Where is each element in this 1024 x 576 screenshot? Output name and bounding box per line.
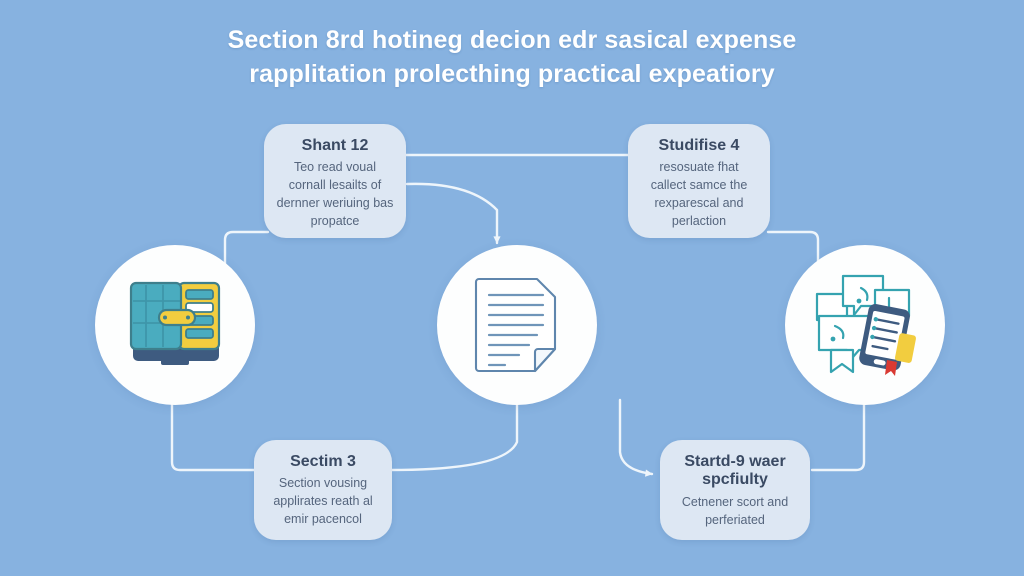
card-top-right-body: resosuate fhat callect samce the rexpare… bbox=[650, 160, 748, 228]
card-top-right[interactable]: Studifise 4 resosuate fhat callect samce… bbox=[628, 124, 770, 238]
monitor-dashboard-icon bbox=[121, 275, 229, 375]
card-bottom-left-body: Section vousing applirates reath al emir… bbox=[273, 476, 373, 526]
document-page-icon bbox=[471, 273, 563, 377]
node-left[interactable] bbox=[95, 245, 255, 405]
wire-bottomleft-to-center bbox=[388, 402, 519, 472]
card-bottom-right[interactable]: Startd-9 waer spcfiulty Cetnener scort a… bbox=[660, 440, 810, 540]
node-center[interactable] bbox=[437, 245, 597, 405]
card-bottom-left-heading: Sectim 3 bbox=[290, 453, 356, 470]
wire-left-to-topleft bbox=[223, 230, 270, 270]
wire-topright-to-right bbox=[766, 230, 820, 272]
wire-bottomright-to-right bbox=[810, 402, 866, 472]
wire-left-to-bottomleft bbox=[170, 402, 260, 472]
title-line-1: Section 8rd hotineg decion edr sasical e… bbox=[227, 26, 797, 54]
card-top-left[interactable]: Shant 12 Teo read voual cornall lesailts… bbox=[264, 124, 406, 238]
title-line-2: rapplitation prolecthing practical expea… bbox=[249, 59, 775, 88]
page-title: Section 8rd hotineg decion edr sasical e… bbox=[0, 24, 1024, 91]
card-bottom-right-body: Cetnener scort and perferiated bbox=[681, 494, 789, 527]
card-bottom-left[interactable]: Sectim 3 Section vousing applirates reat… bbox=[254, 440, 392, 540]
card-bottom-right-heading: Startd-9 waer spcfiulty bbox=[684, 453, 786, 489]
card-top-left-body: Teo read voual cornall lesailts of dernn… bbox=[276, 160, 394, 228]
card-top-right-heading: Studifise 4 bbox=[658, 137, 740, 154]
chat-clipboard-award-icon bbox=[809, 272, 921, 378]
card-top-left-heading: Shant 12 bbox=[301, 137, 369, 154]
wire-center-branch-arrow bbox=[400, 180, 501, 245]
node-right[interactable] bbox=[785, 245, 945, 405]
wire-center-to-bottomright-arrow bbox=[618, 398, 654, 477]
